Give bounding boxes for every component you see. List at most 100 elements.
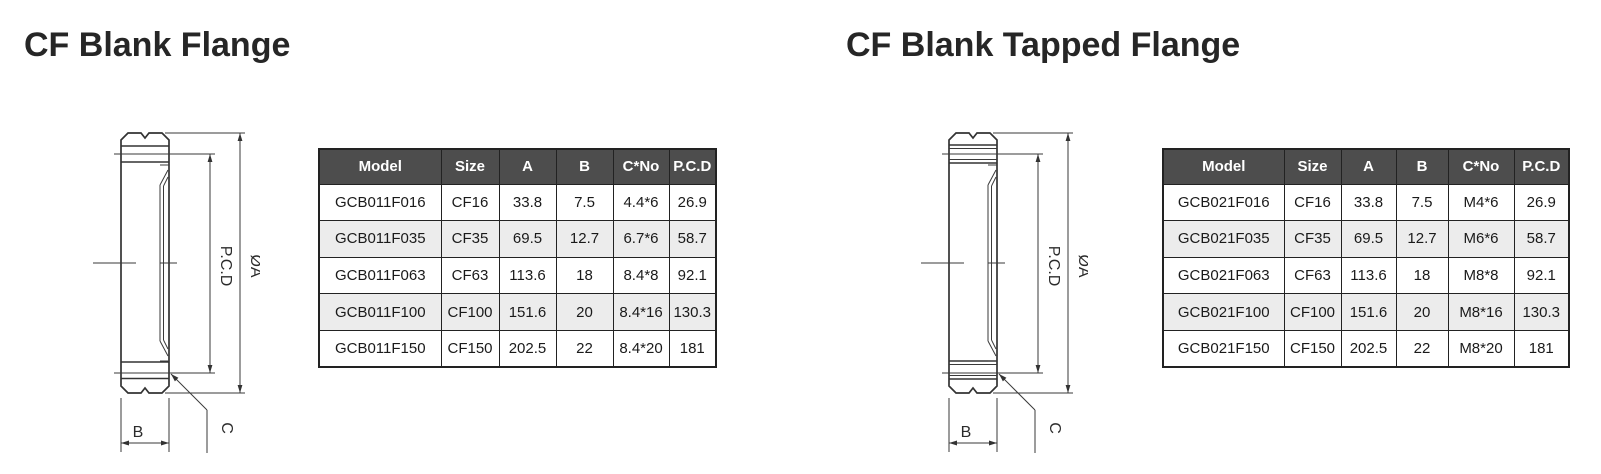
cell-cno: M4*6 [1447, 183, 1515, 222]
table-header-row: Model Size A B C*No P.C.D [318, 148, 717, 185]
table-row: GCB021F063 CF63 113.6 18 M8*8 92.1 [1162, 256, 1570, 295]
cell-b: 7.5 [555, 183, 614, 222]
table-row: GCB011F150 CF150 202.5 22 8.4*20 181 [318, 329, 717, 368]
cell-b: 7.5 [1395, 183, 1449, 222]
cell-a: 69.5 [1340, 220, 1397, 258]
cell-model: GCB021F150 [1162, 329, 1285, 368]
pcd-label: P.C.D [217, 246, 234, 287]
cell-pcd: 181 [1513, 329, 1570, 368]
table-row: GCB011F063 CF63 113.6 18 8.4*8 92.1 [318, 256, 717, 295]
cell-pcd: 92.1 [668, 256, 717, 295]
cell-model: GCB011F016 [318, 183, 442, 222]
cell-model: GCB011F063 [318, 256, 442, 295]
tapped-hole-lines [949, 144, 997, 380]
col-header-b: B [555, 148, 614, 185]
cell-cno: M8*20 [1447, 329, 1515, 368]
cell-pcd: 92.1 [1513, 256, 1570, 295]
blank-tapped-flange-table-container: Model Size A B C*No P.C.D GCB021F016 CF1… [1162, 148, 1570, 368]
flange-outline [120, 132, 170, 394]
cell-a: 202.5 [1340, 329, 1397, 368]
cell-size: CF16 [1283, 183, 1342, 222]
cell-model: GCB011F100 [318, 293, 442, 331]
cell-a: 151.6 [1340, 293, 1397, 331]
cell-size: CF100 [1283, 293, 1342, 331]
col-header-model: Model [318, 148, 442, 185]
col-header-size: Size [440, 148, 500, 185]
b-label: B [961, 424, 972, 441]
cell-pcd: 26.9 [1513, 183, 1570, 222]
cell-cno: 8.4*20 [612, 329, 670, 368]
col-header-pcd: P.C.D [1513, 148, 1570, 185]
cell-a: 151.6 [498, 293, 557, 331]
cell-pcd: 130.3 [668, 293, 717, 331]
cell-model: GCB011F150 [318, 329, 442, 368]
cell-size: CF100 [440, 293, 500, 331]
table-row: GCB021F100 CF100 151.6 20 M8*16 130.3 [1162, 293, 1570, 331]
extension-lines [942, 132, 1073, 394]
blank-tapped-flange-spec-table: Model Size A B C*No P.C.D GCB021F016 CF1… [1162, 148, 1570, 368]
b-dimension: B [948, 398, 998, 452]
cell-a: 113.6 [1340, 256, 1397, 295]
cell-size: CF35 [440, 220, 500, 258]
cell-a: 33.8 [498, 183, 557, 222]
b-label: B [133, 424, 144, 441]
col-header-size: Size [1283, 148, 1342, 185]
cell-size: CF150 [440, 329, 500, 368]
c-label: C [218, 422, 235, 434]
table-row: GCB011F100 CF100 151.6 20 8.4*16 130.3 [318, 293, 717, 331]
cell-a: 202.5 [498, 329, 557, 368]
cell-pcd: 130.3 [1513, 293, 1570, 331]
col-header-pcd: P.C.D [668, 148, 717, 185]
cell-cno: M8*8 [1447, 256, 1515, 295]
cell-model: GCB021F063 [1162, 256, 1285, 295]
bolt-hole-lines [121, 145, 169, 380]
col-header-cno: C*No [612, 148, 670, 185]
cell-cno: 6.7*6 [612, 220, 670, 258]
pcd-dimension: P.C.D [207, 154, 234, 373]
cell-size: CF35 [1283, 220, 1342, 258]
section-title-blank-tapped-flange: CF Blank Tapped Flange [846, 26, 1241, 64]
blank-flange-spec-table: Model Size A B C*No P.C.D GCB011F016 CF1… [318, 148, 717, 368]
cell-model: GCB011F035 [318, 220, 442, 258]
cell-model: GCB021F100 [1162, 293, 1285, 331]
cell-b: 12.7 [1395, 220, 1449, 258]
cell-b: 12.7 [555, 220, 614, 258]
pcd-label: P.C.D [1045, 246, 1062, 287]
cell-b: 20 [1395, 293, 1449, 331]
diameter-a-dimension: ØA [1065, 133, 1088, 393]
cell-size: CF150 [1283, 329, 1342, 368]
section-title-blank-flange: CF Blank Flange [24, 26, 291, 64]
cell-cno: 8.4*8 [612, 256, 670, 295]
blank-tapped-flange-cross-section-drawing: P.C.D ØA B C [921, 132, 1088, 453]
cell-a: 113.6 [498, 256, 557, 295]
cell-b: 20 [555, 293, 614, 331]
col-header-a: A [1340, 148, 1397, 185]
cell-size: CF63 [440, 256, 500, 295]
diameter-a-dimension: ØA [237, 133, 260, 393]
col-header-model: Model [1162, 148, 1285, 185]
cell-size: CF63 [1283, 256, 1342, 295]
cell-pcd: 181 [668, 329, 717, 368]
cell-pcd: 58.7 [1513, 220, 1570, 258]
table-row: GCB021F016 CF16 33.8 7.5 M4*6 26.9 [1162, 183, 1570, 222]
c-label: C [1046, 422, 1063, 434]
cell-pcd: 58.7 [668, 220, 717, 258]
flange-outline [948, 132, 998, 394]
cell-b: 18 [555, 256, 614, 295]
cell-cno: 8.4*16 [612, 293, 670, 331]
c-leader: C [998, 373, 1063, 453]
cell-cno: M8*16 [1447, 293, 1515, 331]
blank-flange-table-container: Model Size A B C*No P.C.D GCB011F016 CF1… [318, 148, 717, 368]
cell-a: 69.5 [498, 220, 557, 258]
cell-cno: M6*6 [1447, 220, 1515, 258]
cell-b: 18 [1395, 256, 1449, 295]
blank-flange-cross-section-drawing: P.C.D ØA B C [93, 132, 260, 453]
table-header-row: Model Size A B C*No P.C.D [1162, 148, 1570, 185]
cell-a: 33.8 [1340, 183, 1397, 222]
table-row: GCB011F016 CF16 33.8 7.5 4.4*6 26.9 [318, 183, 717, 222]
b-dimension: B [120, 398, 170, 452]
pcd-dimension: P.C.D [1035, 154, 1062, 373]
cell-cno: 4.4*6 [612, 183, 670, 222]
diameter-a-label: ØA [247, 254, 260, 277]
